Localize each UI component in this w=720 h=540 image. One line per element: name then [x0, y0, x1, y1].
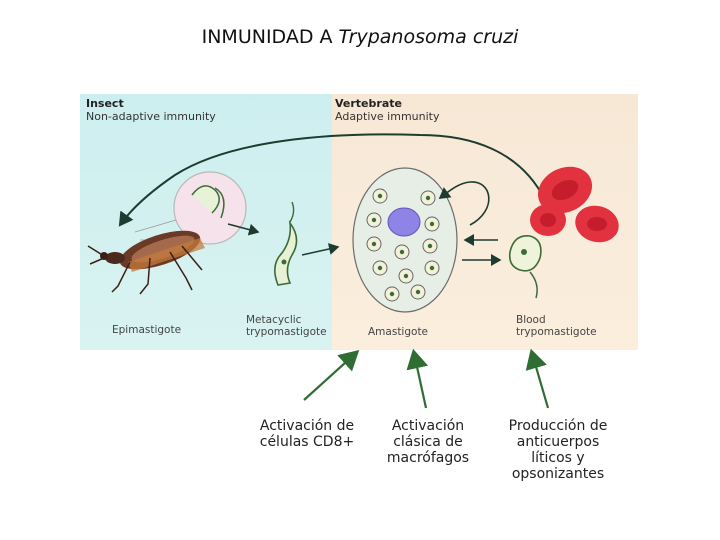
cycle-arc-arrow: [118, 133, 546, 227]
response-cd8-line1: Activación de: [259, 418, 355, 434]
title-organism: Trypanosoma cruzi: [338, 26, 519, 48]
vertebrate-header: Vertebrate Adaptive immunity: [335, 97, 440, 123]
label-epimastigote: Epimastigote: [112, 324, 182, 336]
label-blood-line2: trypomastigote: [516, 326, 597, 338]
label-metacyclic-line2: trypomastigote: [246, 326, 327, 338]
metacyclic-trypomastigote-icon: [274, 220, 298, 286]
insect-header: Insect Non-adaptive immunity: [86, 97, 216, 123]
insect-bug-icon: [87, 230, 205, 295]
response-macro-line3: macrófagos: [386, 450, 470, 466]
page-title: INMUNIDAD A Trypanosoma cruzi: [0, 26, 720, 48]
label-amastigote: Amastigote: [368, 326, 429, 338]
arrow-macrophage: [406, 348, 429, 409]
title-prefix: INMUNIDAD A: [201, 26, 339, 48]
insect-heading: Insect: [86, 97, 124, 110]
label-metacyclic-line1: Metacyclic: [246, 314, 302, 326]
response-macrophage: Activación clásica de macrófagos: [372, 418, 484, 466]
response-cd8-line2: células CD8+: [259, 434, 355, 450]
label-blood-line1: Blood: [516, 314, 546, 326]
arrow-antibodies: [525, 348, 550, 409]
response-anti-line3: líticos y: [531, 450, 585, 466]
response-cd8: Activación de células CD8+: [244, 418, 370, 450]
vertebrate-heading: Vertebrate: [335, 97, 402, 110]
vertebrate-subheading: Adaptive immunity: [335, 110, 440, 123]
label-blood: Blood trypomastigote: [516, 314, 597, 338]
insect-subheading: Non-adaptive immunity: [86, 110, 216, 123]
response-anti-line4: opsonizantes: [511, 466, 605, 482]
arrow-cd8: [303, 350, 360, 401]
red-blood-cells-icon: [530, 166, 619, 243]
cell-nucleus: [387, 207, 421, 237]
response-macro-line1: Activación: [391, 418, 465, 434]
response-macro-line2: clásica de: [393, 434, 463, 450]
response-anti-line1: Producción de: [508, 418, 608, 434]
label-metacyclic: Metacyclic trypomastigote: [246, 314, 327, 338]
response-antibodies: Producción de anticuerpos líticos y opso…: [496, 418, 620, 482]
response-anti-line2: anticuerpos: [516, 434, 600, 450]
